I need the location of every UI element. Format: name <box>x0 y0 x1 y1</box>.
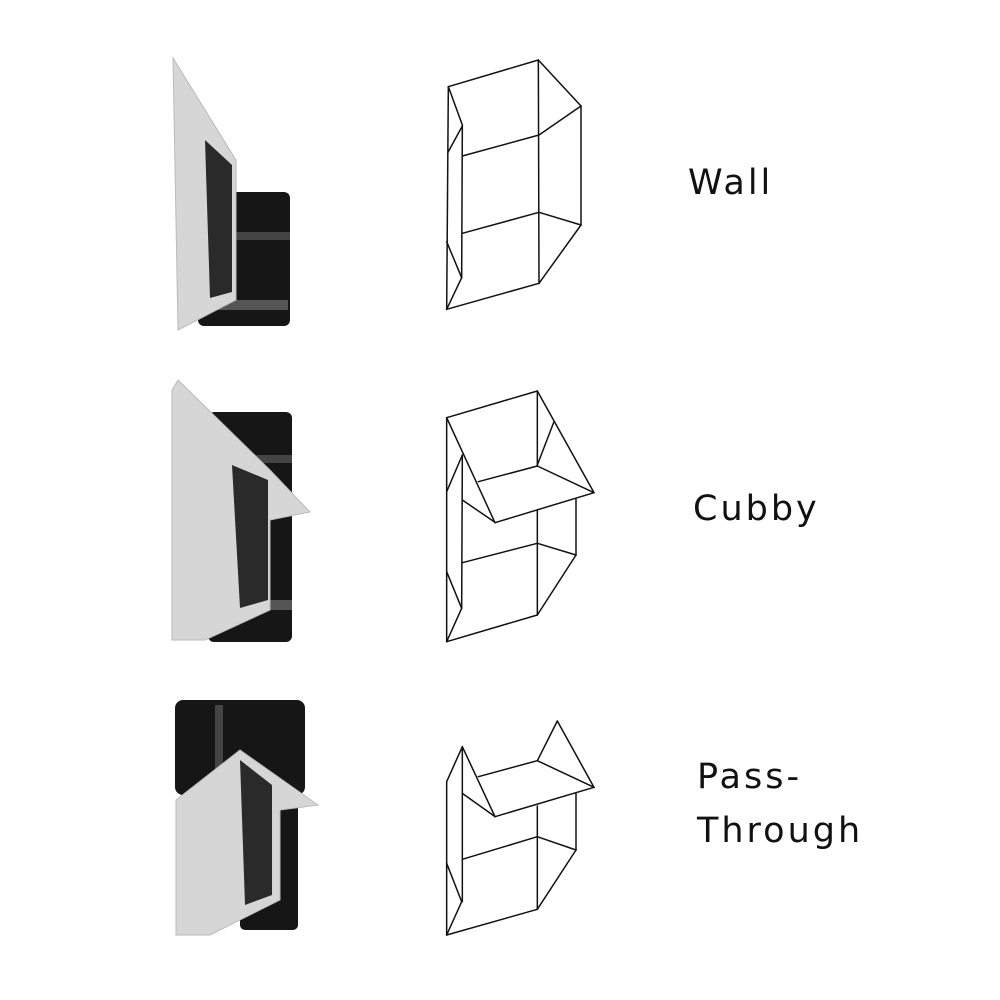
cubby-label: Cubby <box>693 482 820 536</box>
label-line: Through <box>697 811 864 851</box>
cubby-diagram-icon <box>445 390 595 643</box>
label-line: Cubby <box>693 489 820 529</box>
wall-label: Wall <box>688 156 773 210</box>
wall-diagram-icon <box>445 59 582 311</box>
label-line: Pass- <box>697 757 803 797</box>
label-line: Wall <box>688 163 774 203</box>
wall-photo <box>172 56 290 331</box>
cubby-photo <box>171 379 311 642</box>
pass-through-photo <box>175 700 320 936</box>
pass-through-diagram-icon <box>445 720 595 936</box>
pass-through-label: Pass- Through <box>697 750 863 858</box>
